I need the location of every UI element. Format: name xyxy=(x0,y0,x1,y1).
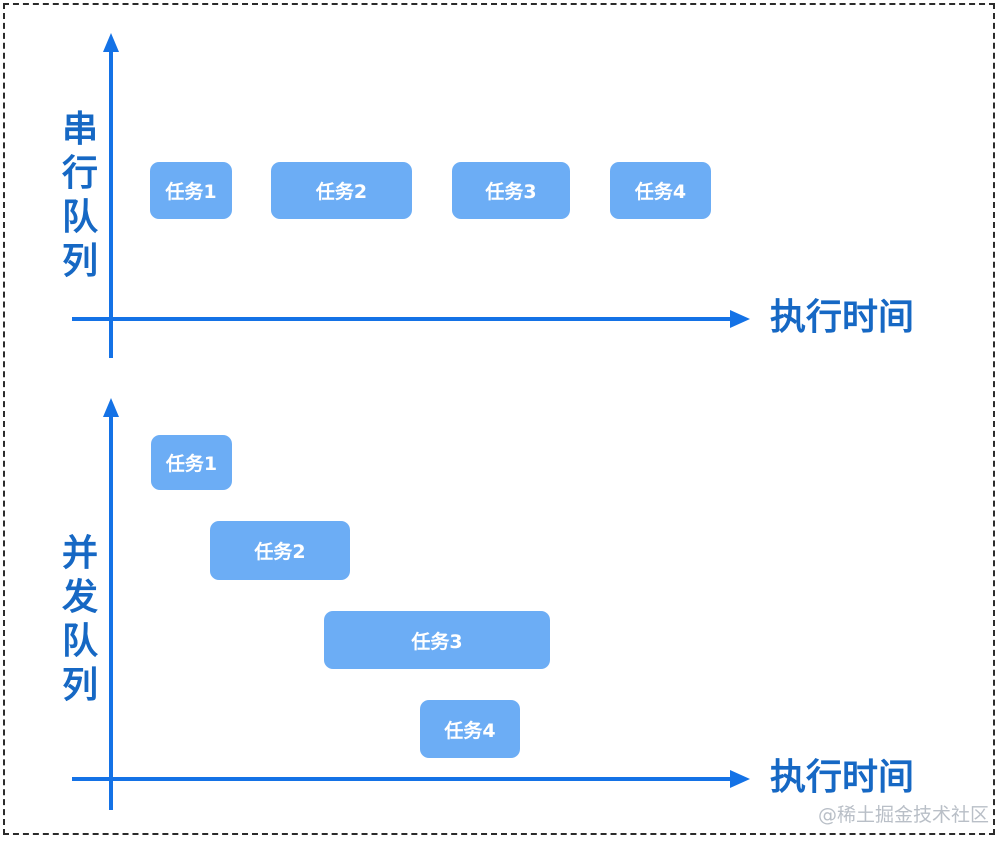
concurrent-task-label-2: 任务2 xyxy=(254,541,306,563)
serial-y-axis-arrowhead xyxy=(103,33,119,52)
serial-task-box-3[interactable]: 任务3 xyxy=(452,162,570,219)
concurrent-queue-x-label: 执行时间 xyxy=(770,757,915,798)
serial-task-label-4: 任务4 xyxy=(634,181,687,203)
concurrent-task-box-2[interactable]: 任务2 xyxy=(210,521,350,580)
serial-queue-chart: 串行队列 执行时间 任务1 任务2 任务3 任务4 xyxy=(0,0,1002,380)
concurrent-task-label-3: 任务3 xyxy=(411,630,463,653)
concurrent-task-label-4: 任务4 xyxy=(444,719,496,742)
serial-task-box-2[interactable]: 任务2 xyxy=(271,162,412,219)
concurrent-task-box-1[interactable]: 任务1 xyxy=(151,435,232,490)
serial-task-label-2: 任务2 xyxy=(315,181,368,203)
concurrent-queue-axes xyxy=(72,398,750,810)
concurrent-task-box-3[interactable]: 任务3 xyxy=(324,611,550,669)
serial-queue-axes xyxy=(72,33,750,358)
concurrent-task-label-1: 任务1 xyxy=(165,453,218,475)
serial-task-label-3: 任务3 xyxy=(485,181,537,203)
serial-task-box-4[interactable]: 任务4 xyxy=(610,162,711,219)
concurrent-y-axis-arrowhead xyxy=(103,398,119,417)
serial-queue-y-label: 串行队列 xyxy=(61,109,98,282)
concurrent-queue-y-label: 并发队列 xyxy=(61,533,98,706)
serial-queue-x-label: 执行时间 xyxy=(770,297,915,338)
serial-task-label-1: 任务1 xyxy=(165,181,217,203)
concurrent-queue-chart: 并发队列 执行时间 任务1 任务2 任务3 任务4 xyxy=(0,390,1002,842)
serial-task-box-1[interactable]: 任务1 xyxy=(150,162,232,219)
serial-x-axis-arrowhead xyxy=(730,310,750,328)
concurrent-x-axis-arrowhead xyxy=(730,770,750,788)
watermark-text: @稀土掘金技术社区 xyxy=(818,804,990,826)
concurrent-task-box-4[interactable]: 任务4 xyxy=(420,700,520,758)
